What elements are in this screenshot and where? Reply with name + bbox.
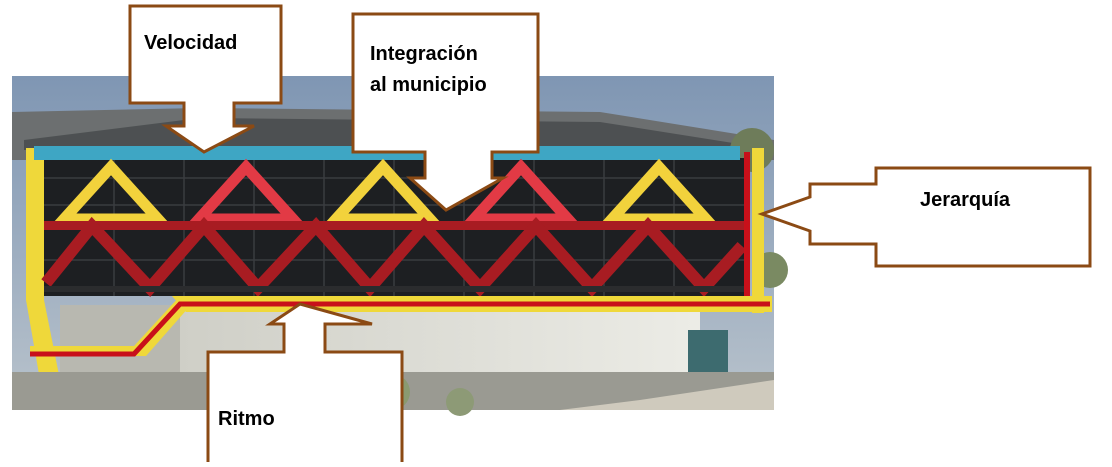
triangle-2 [186,158,306,225]
bottom-chord [44,286,750,292]
middle-chord [44,221,748,230]
upper-triangles [51,158,719,225]
frame-left [26,148,60,380]
triangle-4 [461,158,581,225]
label-integracion-line2: al municipio [370,74,487,96]
label-jerarquia: Jerarquía [920,189,1011,211]
frame-right [752,148,764,313]
label-integracion-line1: Integración [370,43,478,65]
triangle-1 [51,158,171,225]
callout-ritmo [206,302,404,462]
callout-integracion [351,12,540,212]
lower-diagonals [41,216,747,298]
red-path [30,301,770,357]
label-ritmo: Ritmo [218,408,275,430]
triangle-3 [323,158,443,225]
callout-jerarquia [757,166,1092,268]
shrub-3 [446,388,474,416]
callout-velocidad [128,4,283,154]
ground-right [560,380,774,410]
triangle-5 [599,158,719,225]
ramp-slab [30,296,190,356]
label-velocidad: Velocidad [144,32,238,54]
red-vertical [744,152,750,298]
